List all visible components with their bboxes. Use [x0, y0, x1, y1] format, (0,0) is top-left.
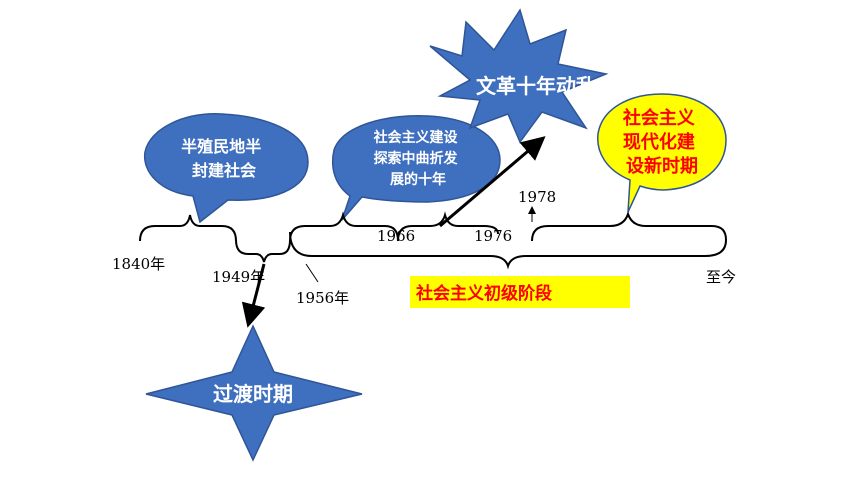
bubble-exploration-line3: 展的十年 — [390, 171, 446, 188]
arrow-to-cultural-revolution — [439, 136, 546, 228]
bubble-modernization-line1: 社会主义 — [623, 107, 695, 129]
bubble-semi-colonial: 半殖民地半 封建社会 — [144, 113, 309, 224]
brace-1978-now — [531, 210, 727, 242]
bubble-exploration-line2: 探索中曲折发 — [374, 150, 459, 167]
brace-1956-1966 — [289, 211, 399, 242]
bubble-modernization: 社会主义 现代化建 设新时期 — [597, 93, 727, 213]
star-transition-label: 过渡时期 — [213, 382, 293, 406]
brace-1840-1949 — [139, 214, 237, 242]
svg-text:社会主义 现代化建 设新时期: 社会主义 现代化建 设新时期 — [623, 107, 701, 177]
brace-1966-1976 — [397, 211, 499, 242]
bubble-semi-colonial-line2: 封建社会 — [192, 161, 256, 180]
stage-label-box: 社会主义初级阶段 — [410, 276, 630, 308]
year-1840-label: 1840年 — [112, 255, 165, 273]
svg-text:半殖民地半 封建社会: 半殖民地半 封建社会 — [181, 137, 267, 180]
marker-1956-tick — [305, 263, 319, 283]
bubble-modernization-line3: 设新时期 — [626, 155, 698, 177]
year-1976-label: 1976 — [474, 227, 512, 245]
star-cultural-revolution-label: 文革十年动乱 — [476, 74, 596, 98]
stage-label: 社会主义初级阶段 — [415, 283, 552, 304]
bubble-modernization-line2: 现代化建 — [623, 131, 695, 153]
bubble-exploration-line1: 社会主义建设 — [373, 129, 459, 146]
star-transition: 过渡时期 — [145, 324, 363, 462]
year-1978-label: 1978 — [518, 188, 556, 206]
year-1956-label: 1956年 — [296, 289, 349, 307]
year-now-label: 至今 — [706, 268, 736, 286]
bubble-exploration: 社会主义建设 探索中曲折发 展的十年 — [331, 115, 501, 221]
brace-1956-now — [289, 231, 727, 270]
brace-1949-1956 — [235, 239, 291, 263]
svg-text:社会主义建设 探索中曲折发 展的十年: 社会主义建设 探索中曲折发 展的十年 — [373, 129, 463, 188]
bubble-semi-colonial-line1: 半殖民地半 — [181, 137, 261, 156]
star-cultural-revolution: 文革十年动乱 — [429, 8, 609, 144]
year-1966-label: 1966 — [377, 227, 415, 245]
year-1949-label: 1949年 — [212, 268, 265, 286]
arrow-to-transition — [241, 263, 266, 328]
